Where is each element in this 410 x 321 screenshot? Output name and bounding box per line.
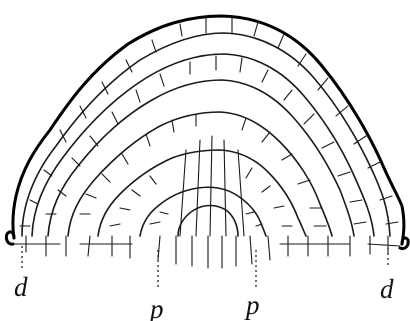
- label-d-right: d: [380, 274, 394, 304]
- label-p-right: p: [244, 290, 260, 320]
- label-p-left: p: [148, 294, 164, 321]
- left-lip-outline: [6, 232, 14, 244]
- cell-layers: [14, 17, 400, 290]
- label-d-left: d: [14, 272, 28, 302]
- dome-outline: [13, 16, 404, 244]
- right-lip-outline: [400, 238, 408, 249]
